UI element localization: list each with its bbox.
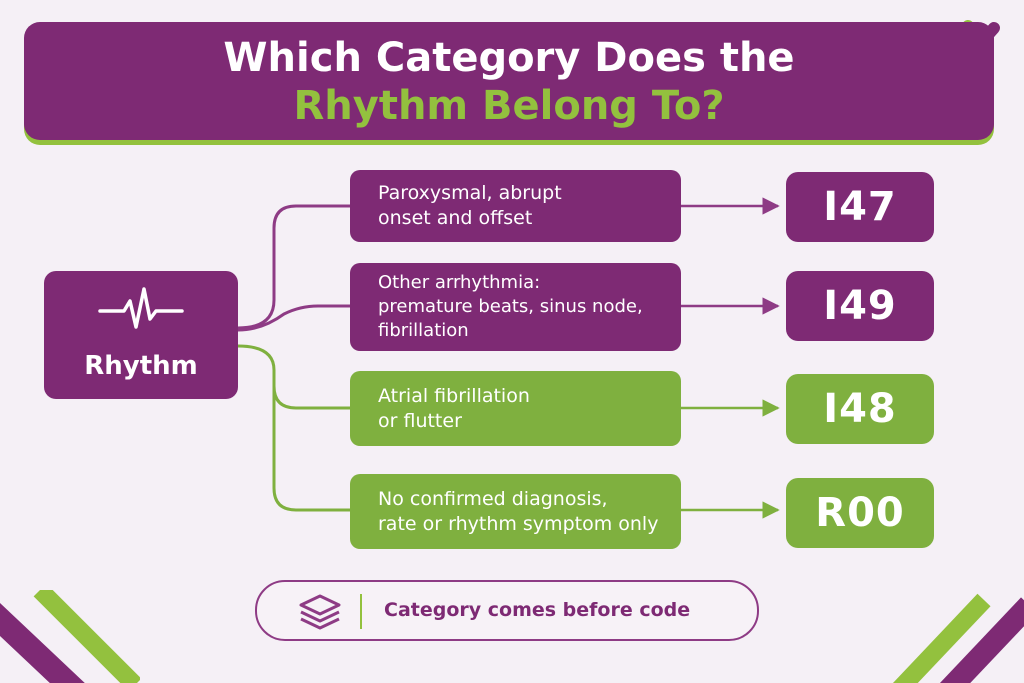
- branch-1-line-2: onset and offset: [378, 207, 533, 229]
- decorative-stripes-bottom-left: [0, 590, 140, 683]
- heartbeat-pulse-icon: [98, 287, 184, 329]
- branch-1-line-1: Paroxysmal, abrupt: [378, 182, 562, 204]
- connector-rhythm-to-branch-3: [237, 344, 350, 410]
- connector-rhythm-to-branch-2: [237, 304, 350, 332]
- title-banner: Which Category Does the Rhythm Belong To…: [24, 22, 994, 140]
- branch-description-1: Paroxysmal, abrupt onset and offset: [350, 170, 681, 242]
- branch-description-3: Atrial fibrillation or flutter: [350, 371, 681, 446]
- branch-description-2: Other arrhythmia: premature beats, sinus…: [350, 263, 681, 351]
- footer-divider: [360, 594, 362, 629]
- title-line-2: Rhythm Belong To?: [293, 83, 725, 129]
- branch-2-line-2: premature beats, sinus node,: [378, 296, 643, 317]
- branch-3-line-2: or flutter: [378, 409, 462, 432]
- layers-icon: [299, 594, 341, 630]
- footer-note: Category comes before code: [255, 580, 759, 641]
- code-badge-r00: R00: [786, 478, 934, 548]
- branch-2-line-1: Other arrhythmia:: [378, 272, 541, 293]
- rhythm-root-node: Rhythm: [44, 271, 238, 399]
- branch-description-4: No confirmed diagnosis, rate or rhythm s…: [350, 474, 681, 549]
- code-badge-i49: I49: [786, 271, 934, 341]
- footer-text: Category comes before code: [384, 599, 691, 621]
- branch-4-line-1: No confirmed diagnosis,: [378, 487, 608, 510]
- decorative-stripes-bottom-right: [892, 593, 1024, 683]
- title-line-1: Which Category Does the: [223, 35, 795, 81]
- branch-3-line-1: Atrial fibrillation: [378, 384, 530, 407]
- branch-2-line-3: fibrillation: [378, 320, 469, 341]
- code-badge-i47: I47: [786, 172, 934, 242]
- rhythm-label: Rhythm: [84, 351, 198, 381]
- connector-rhythm-to-branch-1: [237, 204, 350, 330]
- connector-rhythm-to-branch-4: [272, 386, 350, 512]
- branch-4-line-2: rate or rhythm symptom only: [378, 512, 659, 535]
- code-badge-i48: I48: [786, 374, 934, 444]
